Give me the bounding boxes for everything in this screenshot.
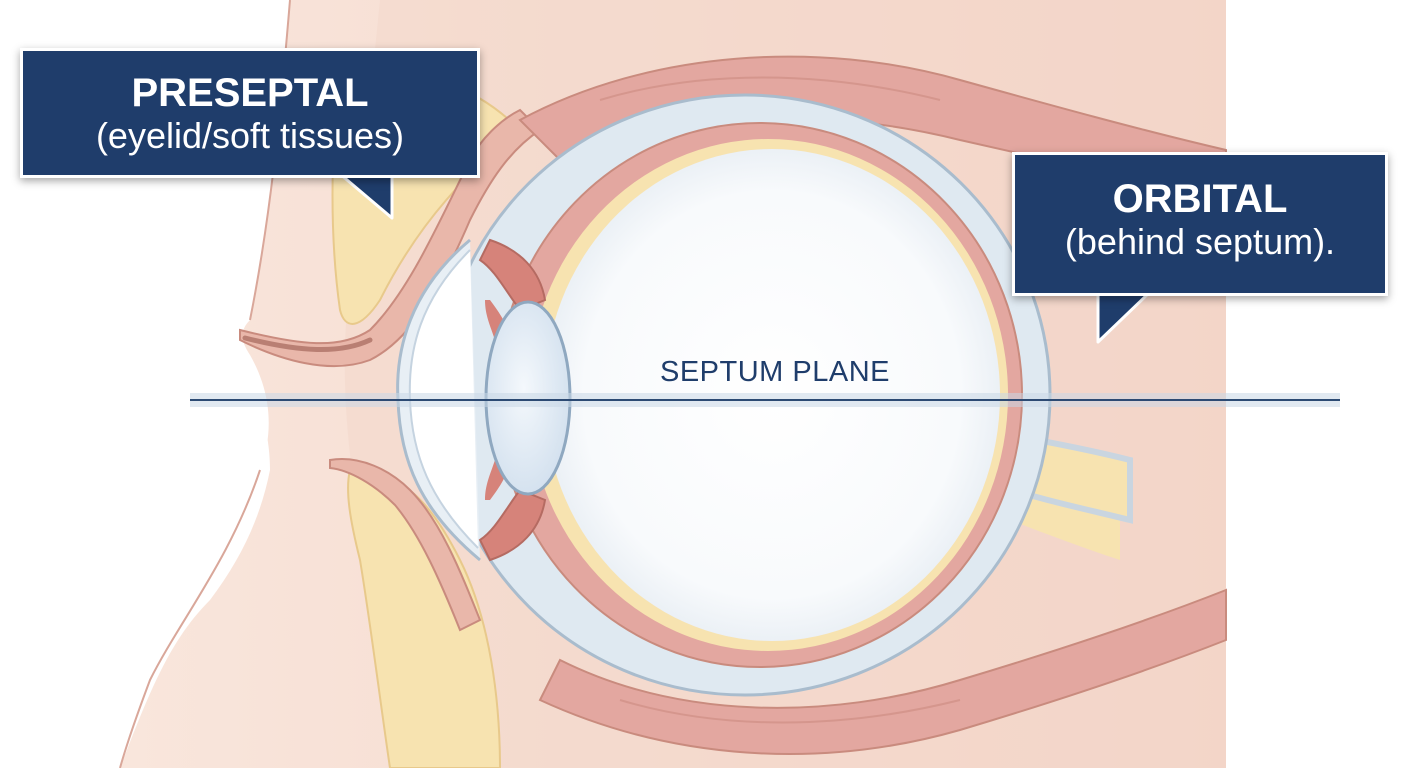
lower-eyelid [329, 458, 482, 632]
septum-plane-line [190, 393, 1340, 407]
preseptal-callout: PRESEPTAL (eyelid/soft tissues) [20, 48, 480, 178]
orbital-title: ORBITAL [1112, 177, 1288, 221]
orbital-callout: ORBITAL (behind septum). [1012, 152, 1388, 296]
preseptal-subtitle: (eyelid/soft tissues) [95, 115, 405, 156]
preseptal-title: PRESEPTAL [131, 71, 369, 115]
orbital-subtitle: (behind septum). [1064, 221, 1336, 262]
septum-plane-label: SEPTUM PLANE [660, 356, 890, 388]
